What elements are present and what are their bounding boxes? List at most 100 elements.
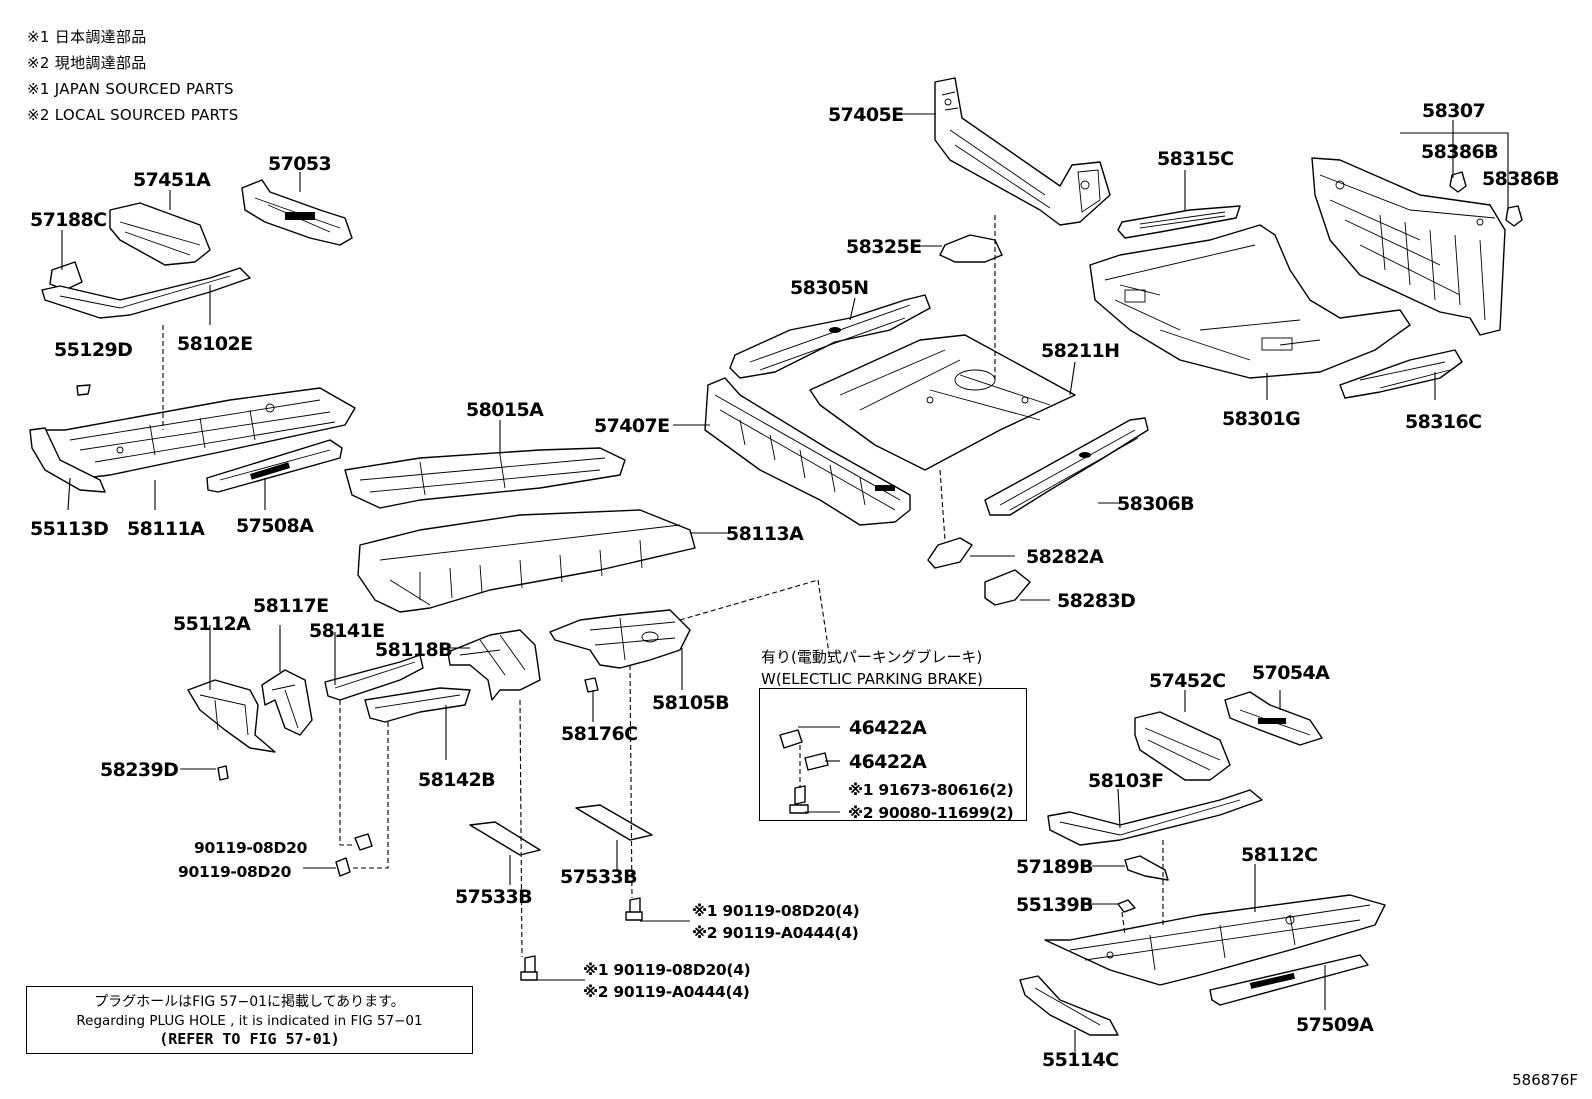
part-58142B-shape[interactable] [364, 687, 471, 723]
label-55114C: 55114C [1042, 1049, 1118, 1071]
part-57451A-shape[interactable] [109, 202, 211, 266]
part-58141E-shape[interactable] [324, 654, 424, 701]
label-57509A: 57509A [1296, 1014, 1374, 1036]
part-58176C-shape[interactable] [584, 677, 599, 693]
part-55112A-shape[interactable] [187, 679, 276, 753]
part-labels: 57405E 58307 58315C 58386B 58386B 57053 … [30, 100, 1560, 1071]
epb-box-title: 有り(電動式パーキングブレーキ) W(ELECTLIC PARKING BRAK… [761, 646, 983, 690]
label-57508A: 57508A [236, 515, 314, 537]
part-58117E-shape[interactable] [261, 669, 313, 736]
part-58015A-shape[interactable] [344, 447, 626, 509]
label-57188C: 57188C [30, 209, 106, 231]
part-58103F-shape[interactable] [1047, 789, 1263, 846]
legend-line: ※2 現地調達部品 [27, 54, 147, 72]
part-58239D-shape[interactable] [217, 765, 229, 781]
part-58282A-shape[interactable] [927, 537, 973, 569]
label-55139B: 55139B [1016, 894, 1093, 916]
bolt-90119-08D20-b[interactable] [335, 857, 351, 877]
label-58118B: 58118B [375, 639, 452, 661]
part-57533B-shape-2[interactable] [575, 804, 653, 841]
part-57053-shape[interactable] [241, 179, 353, 246]
label-58102E: 58102E [177, 333, 252, 355]
epb-title-jp: 有り(電動式パーキングブレーキ) [761, 648, 983, 666]
label-57452C: 57452C [1149, 670, 1225, 692]
label-58306B: 58306B [1117, 493, 1194, 515]
part-57189B-shape[interactable] [1124, 855, 1169, 881]
part-58315C-shape[interactable] [1117, 205, 1241, 239]
part-57054A-shape[interactable] [1224, 691, 1323, 746]
part-55113D-shape[interactable] [29, 427, 106, 493]
part-57407E-shape[interactable] [704, 377, 911, 526]
label-58142B: 58142B [418, 769, 495, 791]
label-58316C: 58316C [1405, 411, 1481, 433]
epb-bolt[interactable] [789, 785, 809, 814]
label-58305N: 58305N [790, 277, 868, 299]
figure-id: 586876F [1512, 1071, 1578, 1089]
epb-clip-46422A-1[interactable] [779, 729, 803, 749]
part-58386B-clip-2[interactable] [1505, 205, 1523, 227]
legend-line: ※1 日本調達部品 [27, 28, 147, 46]
part-57509A-shape[interactable] [1209, 954, 1369, 1006]
label-58111A: 58111A [127, 518, 205, 540]
label-58325E: 58325E [846, 236, 921, 258]
label-58015A: 58015A [466, 399, 544, 421]
part-55114C-shape[interactable] [1019, 975, 1119, 1036]
part-55129D-shape[interactable] [76, 384, 91, 396]
legend-line: ※2 LOCAL SOURCED PARTS [27, 106, 239, 124]
label-58211H: 58211H [1041, 340, 1119, 362]
bolt-mid[interactable] [625, 897, 643, 921]
part-58105B-shape[interactable] [549, 609, 691, 669]
part-58113A-shape[interactable] [357, 509, 696, 613]
part-57452C-shape[interactable] [1134, 711, 1231, 781]
part-58325E-shape[interactable] [939, 234, 1003, 263]
bolt-90119-08D20-a[interactable] [354, 833, 373, 851]
part-58283D-shape[interactable] [984, 569, 1031, 606]
part-58112C-shape[interactable] [1044, 894, 1386, 986]
label-90119-08D20-a: 90119-08D20 [194, 839, 308, 857]
epb-title-en: W(ELECTLIC PARKING BRAKE) [761, 670, 983, 688]
leader-lines [61, 113, 1509, 1052]
part-58316C-shape[interactable] [1339, 349, 1463, 399]
label-57053: 57053 [268, 153, 331, 175]
label-57451A: 57451A [133, 169, 211, 191]
label-46422A-1: 46422A [849, 717, 927, 739]
label-55129D: 55129D [54, 339, 132, 361]
part-55139B-shape[interactable] [1117, 899, 1136, 913]
label-55113D: 55113D [30, 518, 108, 540]
label-58307: 58307 [1422, 100, 1485, 122]
label-58105B: 58105B [652, 692, 729, 714]
part-57188C-shape[interactable] [49, 261, 83, 291]
dashed-assembly-lines [162, 215, 1164, 958]
bolt-low[interactable] [520, 955, 538, 981]
part-57508A-shape[interactable] [206, 439, 343, 493]
part-58118B-shape[interactable] [447, 629, 541, 701]
part-58307-shape[interactable] [1311, 157, 1506, 336]
label-57533B-2: 57533B [560, 866, 637, 888]
note-line-jp: プラグホールはFIG 57−01に掲載してあります。 [94, 994, 405, 1010]
part-58306B-shape[interactable] [984, 417, 1149, 516]
label-epb-fastener-1: ※1 91673-80616(2) [848, 781, 1013, 799]
label-58113A: 58113A [726, 523, 804, 545]
label-57407E: 57407E [594, 415, 669, 437]
label-58117E: 58117E [253, 595, 328, 617]
label-epb-fastener-2: ※2 90080-11699(2) [848, 804, 1013, 822]
epb-clip-46422A-2[interactable] [804, 752, 829, 771]
part-57405E-shape[interactable] [934, 77, 1111, 226]
label-57533B-1: 57533B [455, 886, 532, 908]
label-58386B-1: 58386B [1421, 141, 1498, 163]
label-58239D: 58239D [100, 759, 178, 781]
part-58301G-shape[interactable] [1089, 224, 1411, 379]
part-58305N-shape[interactable] [729, 294, 931, 379]
part-58386B-clip-1[interactable] [1449, 171, 1467, 193]
epb-inset-box [759, 688, 1027, 821]
label-low-fastener-2: ※2 90119-A0444(4) [583, 983, 750, 1001]
label-90119-08D20-b: 90119-08D20 [178, 863, 292, 881]
part-58102E-shape[interactable] [41, 267, 251, 319]
label-58112C: 58112C [1241, 844, 1317, 866]
label-46422A-2: 46422A [849, 751, 927, 773]
part-58211H-shape[interactable] [809, 334, 1076, 471]
label-57189B: 57189B [1016, 856, 1093, 878]
part-58111A-shape[interactable] [39, 387, 356, 479]
part-57533B-shape-1[interactable] [469, 821, 541, 856]
